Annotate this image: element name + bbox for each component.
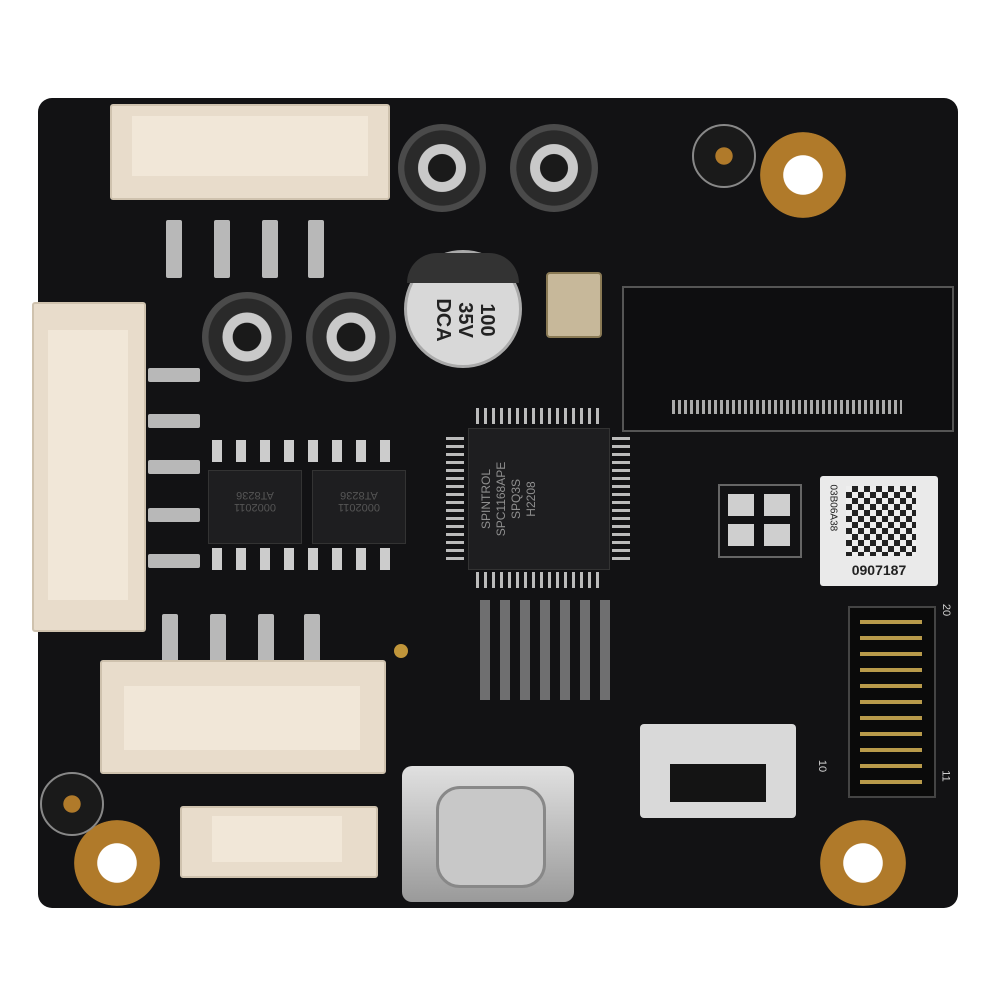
- pins-top: [476, 408, 600, 424]
- capacitor-voltage: 35V: [454, 302, 476, 338]
- small-fpc-connector: [640, 724, 796, 818]
- mcu-chip: SPINTROL SPC1168APE SPQ3S H2208: [468, 428, 610, 570]
- electrolytic-capacitor: 100 35V DCA: [404, 250, 522, 368]
- small-jst-connector: [180, 806, 378, 878]
- mcu-date: H2208: [524, 481, 538, 517]
- mounting-hole: [760, 132, 846, 218]
- qr-code: [846, 486, 916, 556]
- mounting-hole: [820, 820, 906, 906]
- mcu-lot: SPQ3S: [509, 478, 523, 520]
- motor-driver-chip: 0002011 AT8236: [208, 470, 302, 544]
- pin: [262, 220, 278, 278]
- pins-left: [446, 436, 464, 560]
- pin: [148, 414, 200, 428]
- driver-code: 0002011: [234, 501, 277, 513]
- pin: [148, 368, 200, 382]
- driver-pins-top: [212, 440, 402, 462]
- bottom-jst-connector: [100, 660, 386, 774]
- driver-pins-bottom: [212, 548, 402, 570]
- standoff-terminal: [306, 292, 396, 382]
- capacitor-value: 100: [476, 303, 498, 337]
- driver-code: 0002011: [338, 501, 381, 513]
- standoff-terminal: [202, 292, 292, 382]
- pins-right: [612, 436, 630, 560]
- pin: [148, 460, 200, 474]
- usb-c-port: [402, 766, 574, 902]
- via-pad: [40, 772, 104, 836]
- top-jst-connector: [110, 104, 390, 200]
- pin: [162, 614, 178, 670]
- connector-pin-20: 20: [940, 603, 953, 617]
- standoff-terminal: [510, 124, 598, 212]
- left-jst-connector: [32, 302, 146, 632]
- pin: [304, 614, 320, 670]
- pin: [148, 508, 200, 522]
- fpc-display-connector: [622, 286, 954, 432]
- mounting-hole: [74, 820, 160, 906]
- pin: [148, 554, 200, 568]
- crystal-oscillator: [546, 272, 602, 338]
- board-to-board-connector: [848, 606, 936, 798]
- pin: [210, 614, 226, 670]
- pin: [258, 614, 274, 670]
- via-pad: [692, 124, 756, 188]
- pad-block: [718, 484, 802, 558]
- connector-pin-11: 11: [939, 770, 952, 782]
- test-point: [394, 644, 408, 658]
- pin: [308, 220, 324, 278]
- smd-array: [480, 600, 610, 700]
- connector-pin-10: 10: [816, 759, 829, 773]
- driver-part: AT8236: [236, 489, 274, 501]
- mcu-part: SPC1168APE: [494, 461, 508, 537]
- standoff-terminal: [398, 124, 486, 212]
- label-serial: 0907187: [851, 562, 907, 578]
- pin: [214, 220, 230, 278]
- mcu-brand: SPINTROL: [479, 469, 493, 530]
- motor-driver-chip: 0002011 AT8236: [312, 470, 406, 544]
- label-code: 03B06A38: [827, 484, 839, 532]
- pin: [166, 220, 182, 278]
- qr-label: 03B06A38 0907187: [820, 476, 938, 586]
- driver-part: AT8236: [340, 489, 378, 501]
- capacitor-code: DCA: [432, 298, 454, 342]
- pins-bottom: [476, 572, 600, 588]
